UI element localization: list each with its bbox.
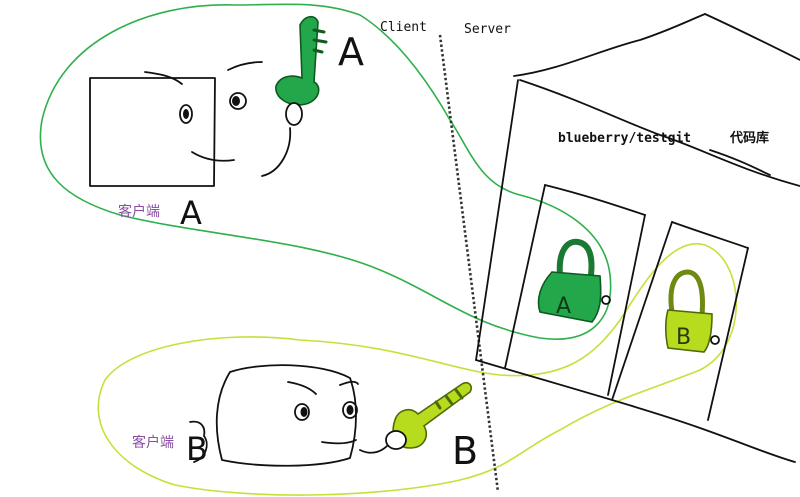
client-a-enclosure	[39, 3, 612, 340]
eye-icon	[179, 104, 193, 124]
repo-name-label: 代码库	[729, 130, 769, 146]
key-icon	[275, 15, 328, 126]
client-b-label: 客户端	[132, 434, 174, 451]
eye-icon	[294, 403, 310, 421]
repo-path-label: blueberry/testgit	[558, 131, 691, 146]
lock-icon: B	[664, 269, 713, 353]
server-repository	[475, 13, 800, 463]
client-b-computer	[189, 364, 393, 467]
server-label: Server	[464, 22, 511, 37]
eye-icon	[342, 401, 358, 419]
key-a-letter: A	[338, 30, 364, 74]
lock-icon: A	[537, 238, 602, 323]
client-a-letter: A	[180, 194, 202, 232]
client-server-divider	[438, 34, 500, 493]
key-icon	[385, 381, 473, 450]
client-b-enclosure	[97, 243, 738, 496]
lock-b-letter: B	[676, 325, 691, 350]
lock-a-letter: A	[556, 294, 571, 319]
key-b-letter: B	[452, 429, 478, 473]
client-a-computer	[89, 61, 292, 187]
client-b-letter: B	[186, 430, 208, 468]
client-a-label: 客户端	[118, 203, 160, 220]
client-label: Client	[380, 20, 427, 35]
eye-icon	[229, 92, 247, 110]
